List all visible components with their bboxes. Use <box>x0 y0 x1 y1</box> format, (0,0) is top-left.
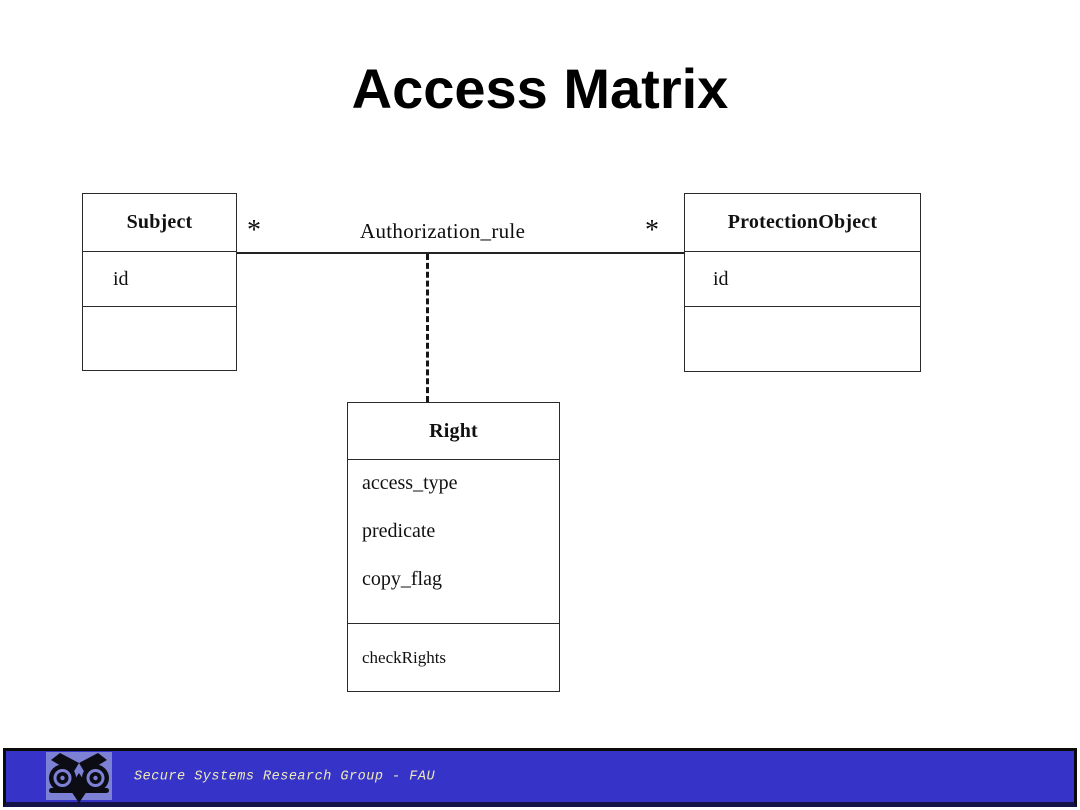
multiplicity-right: * <box>645 215 659 246</box>
class-attribute: id <box>685 252 920 307</box>
class-operations-empty <box>685 307 920 371</box>
association-label: Authorization_rule <box>360 219 526 243</box>
uml-class-protection-object: ProtectionObject id <box>684 193 921 372</box>
page-title: Access Matrix <box>351 57 729 120</box>
class-operation: checkRights <box>362 647 447 667</box>
uml-class-subject: Subject id <box>82 193 237 371</box>
footer-bar: Secure Systems Research Group - FAU <box>3 748 1077 807</box>
class-attribute: access_type <box>362 472 458 494</box>
footer-text: Secure Systems Research Group - FAU <box>134 769 436 784</box>
class-operations-empty <box>83 307 236 370</box>
class-attribute: id <box>83 252 236 307</box>
association-class-connector <box>426 254 429 402</box>
class-attribute: predicate <box>362 520 436 542</box>
class-attribute: copy_flag <box>362 568 442 590</box>
fau-owl-icon <box>46 752 112 803</box>
uml-class-right: Right access_type predicate copy_flag ch… <box>347 402 560 692</box>
association-line <box>237 252 684 254</box>
class-attributes: access_type predicate copy_flag <box>348 460 559 624</box>
class-name: Subject <box>83 194 236 252</box>
class-name: Right <box>348 403 559 460</box>
class-name: ProtectionObject <box>685 194 920 252</box>
multiplicity-left: * <box>247 215 261 246</box>
